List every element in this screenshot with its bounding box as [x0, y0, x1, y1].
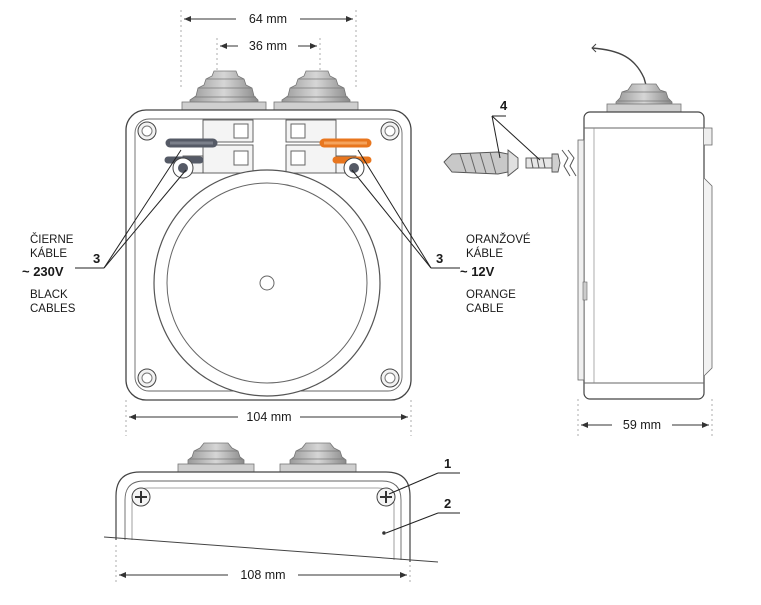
- orange-cable: [319, 138, 372, 179]
- bottom-gland-left: [177, 442, 255, 473]
- callout-4-leaders: 4: [491, 98, 541, 161]
- phillips-screw-icon: [131, 487, 396, 507]
- dimension-front-width: 104 mm: [125, 400, 412, 436]
- dim-108-label: 108 mm: [240, 568, 285, 582]
- dimension-top-outer: 64 mm: [180, 10, 357, 90]
- left-cable-labels: ČIERNE KÁBLE ~ 230V BLACK CABLES: [22, 233, 76, 315]
- box-bottom-outline: [115, 471, 411, 562]
- box-side-outline: [583, 111, 705, 400]
- callout-3-right-leaders: 3: [351, 149, 460, 269]
- corner-screw-icon: [137, 121, 400, 388]
- label-cables: CABLES: [30, 303, 76, 315]
- dimension-side-depth: 59 mm: [577, 399, 713, 436]
- label-kable-right: KÁBLE: [466, 247, 503, 260]
- black-cable: [164, 138, 218, 179]
- dimension-bottom-width: 108 mm: [115, 545, 411, 585]
- cable-gland-right: [273, 70, 359, 112]
- label-cierne: ČIERNE: [30, 233, 74, 246]
- label-kable-left: KÁBLE: [30, 247, 67, 260]
- dim-36-label: 36 mm: [249, 39, 287, 53]
- wall-plug-icon: [443, 149, 519, 177]
- center-hole-icon: [259, 275, 275, 291]
- bottom-gland-right: [279, 442, 357, 473]
- right-cable-labels: ORANŽOVÉ KÁBLE ~ 12V ORANGE CABLE: [460, 233, 531, 315]
- callout-4: 4: [500, 98, 508, 113]
- bottom-view: [103, 442, 439, 563]
- label-230v: ~ 230V: [22, 264, 64, 279]
- label-orange: ORANGE: [466, 289, 516, 301]
- side-view: [577, 43, 713, 400]
- callout-2-leader: 2: [385, 496, 460, 534]
- side-cable-gland: [606, 83, 682, 113]
- callout-3-left-leaders: 3: [75, 149, 187, 269]
- callout-2: 2: [444, 496, 451, 511]
- label-black: BLACK: [30, 289, 68, 301]
- label-oranzove: ORANŽOVÉ: [466, 233, 531, 246]
- dim-64-label: 64 mm: [249, 12, 287, 26]
- dimension-top-inner: 36 mm: [216, 38, 321, 90]
- screw-icon: [525, 149, 577, 177]
- cable-gland-left: [181, 70, 267, 112]
- section-cut-line: [103, 536, 439, 563]
- callout-1-leader: 1: [388, 456, 460, 495]
- dim-104-label: 104 mm: [246, 410, 291, 424]
- callout-3-right: 3: [436, 251, 443, 266]
- callout-3-left: 3: [93, 251, 100, 266]
- dim-59-label: 59 mm: [623, 418, 661, 432]
- front-view: [125, 70, 412, 401]
- label-12v: ~ 12V: [460, 264, 495, 279]
- callout-1: 1: [444, 456, 451, 471]
- label-cable: CABLE: [466, 303, 504, 315]
